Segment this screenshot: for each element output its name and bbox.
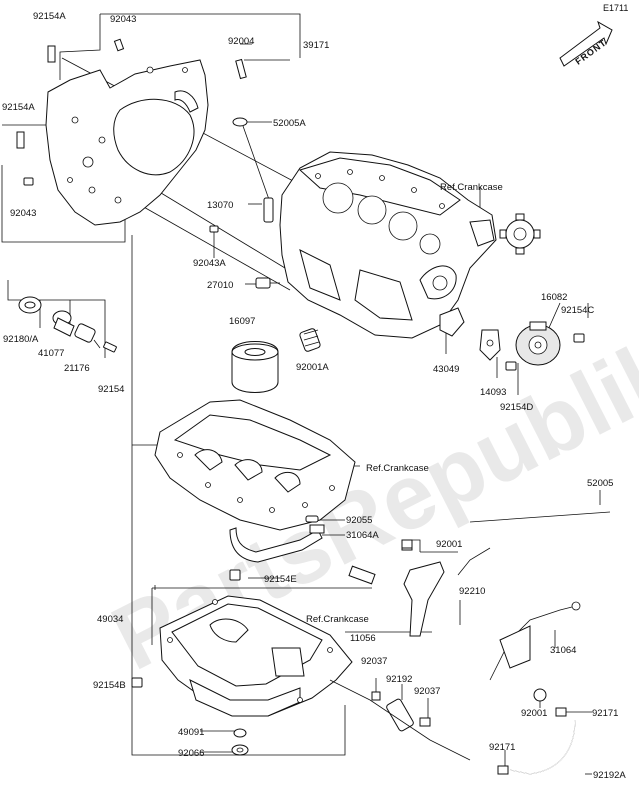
drain-plug	[231, 728, 249, 756]
label-52005A: 52005A	[273, 118, 306, 129]
label-92171-a: 92171	[592, 708, 618, 719]
label-27010: 27010	[207, 280, 233, 291]
bolt-92154B	[131, 677, 143, 688]
label-92001-lower: 92001	[521, 708, 547, 719]
sleeve-41077	[52, 310, 75, 337]
label-92154E: 92154E	[264, 574, 297, 585]
oil-pan	[159, 595, 353, 717]
sensor-21176	[74, 323, 101, 349]
label-92066: 92066	[178, 748, 204, 759]
label-92037-b: 92037	[414, 686, 440, 697]
dipstick-upper	[232, 117, 273, 209]
dowel-pins	[23, 38, 219, 233]
cover-14093	[479, 329, 501, 361]
label-92154B: 92154B	[93, 680, 126, 691]
crankcase-lower	[154, 399, 356, 531]
label-92180A: 92180/A	[3, 334, 39, 345]
part-labels: 92154A 92043 92004 39171 52005A 92154A 9…	[2, 11, 626, 781]
oil-pressure-switch	[255, 277, 280, 289]
hose-31064A	[457, 547, 491, 576]
label-43049: 43049	[433, 364, 459, 375]
label-92055: 92055	[346, 515, 372, 526]
gear-icon	[499, 213, 541, 255]
label-21176: 21176	[64, 363, 90, 374]
label-31064: 31064	[550, 645, 576, 656]
label-13070: 13070	[207, 200, 233, 211]
bolt-92154	[103, 341, 117, 353]
label-92154C: 92154C	[561, 305, 594, 316]
front-arrow-icon: FRONT	[559, 20, 613, 67]
label-31064A: 31064A	[346, 530, 379, 541]
plug-92180	[18, 296, 42, 314]
pipe-13070	[263, 197, 274, 223]
label-92192A: 92192A	[593, 770, 626, 781]
hose-92192A	[509, 719, 576, 775]
clamps	[371, 539, 567, 775]
label-92043-left: 92043	[10, 208, 36, 219]
hose-31064	[489, 601, 581, 681]
label-ref-crankcase-mid: Ref.Crankcase	[366, 463, 429, 474]
label-92001A: 92001A	[296, 362, 329, 373]
oil-filter	[231, 341, 279, 393]
oil-strainer-pipe	[229, 515, 325, 581]
label-92001-upper: 92001	[436, 539, 462, 550]
label-39171: 39171	[303, 40, 329, 51]
label-ref-crankcase-bottom: Ref.Crankcase	[306, 614, 369, 625]
label-92004: 92004	[228, 36, 254, 47]
hose-92192	[329, 679, 471, 761]
label-41077: 41077	[38, 348, 64, 359]
stud-bolts	[16, 45, 247, 149]
label-49034: 49034	[97, 614, 123, 625]
label-92154A-top: 92154A	[33, 11, 66, 22]
label-92210: 92210	[459, 586, 485, 597]
label-14093: 14093	[480, 387, 506, 398]
plate-43049	[439, 307, 465, 337]
label-92043A: 92043A	[193, 258, 226, 269]
flywheel-cover-gasket	[45, 59, 209, 226]
label-92043-top: 92043	[110, 14, 136, 25]
diagram-code: E1711	[603, 3, 628, 13]
bolt-92154C	[573, 333, 585, 343]
label-92171-b: 92171	[489, 742, 515, 753]
label-92037-a: 92037	[361, 656, 387, 667]
label-11056: 11056	[350, 633, 376, 644]
label-92154A-left: 92154A	[2, 102, 35, 113]
label-92154: 92154	[98, 384, 124, 395]
oil-pump-16082	[515, 321, 561, 366]
label-52005: 52005	[587, 478, 613, 489]
label-16082: 16082	[541, 292, 567, 303]
bolt-92154D	[505, 361, 517, 371]
label-16097: 16097	[229, 316, 255, 327]
label-ref-crankcase-top: Ref.Crankcase	[440, 182, 503, 193]
label-92154D: 92154D	[500, 402, 533, 413]
crankcase-upper	[279, 151, 497, 339]
label-49091: 49091	[178, 727, 204, 738]
filter-fitting	[299, 328, 321, 352]
label-92192: 92192	[386, 674, 412, 685]
